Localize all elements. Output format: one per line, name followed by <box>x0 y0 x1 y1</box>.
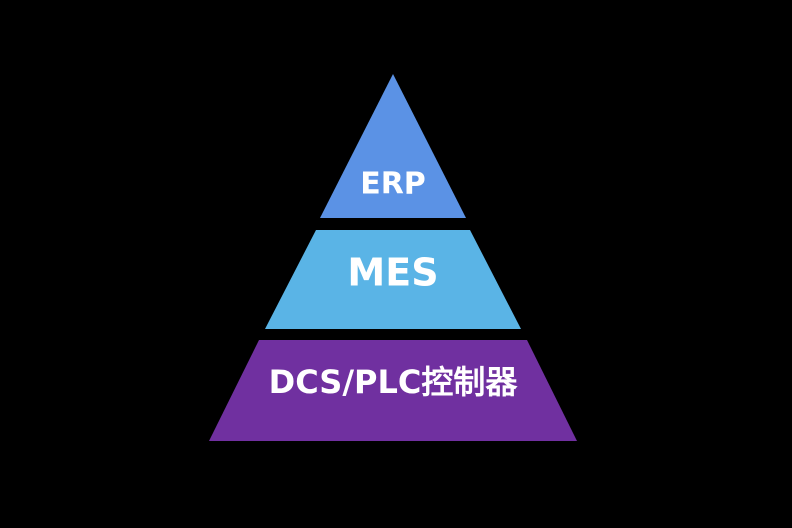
tier-erp-shape <box>320 74 466 218</box>
tier-erp-label: ERP <box>360 167 426 202</box>
tier-dcs-plc-shape <box>209 340 577 441</box>
tier-mes-label: MES <box>347 251 438 295</box>
tier-mes-shape <box>265 230 521 329</box>
tier-dcs-plc-label: DCS/PLC控制器 <box>269 363 519 401</box>
